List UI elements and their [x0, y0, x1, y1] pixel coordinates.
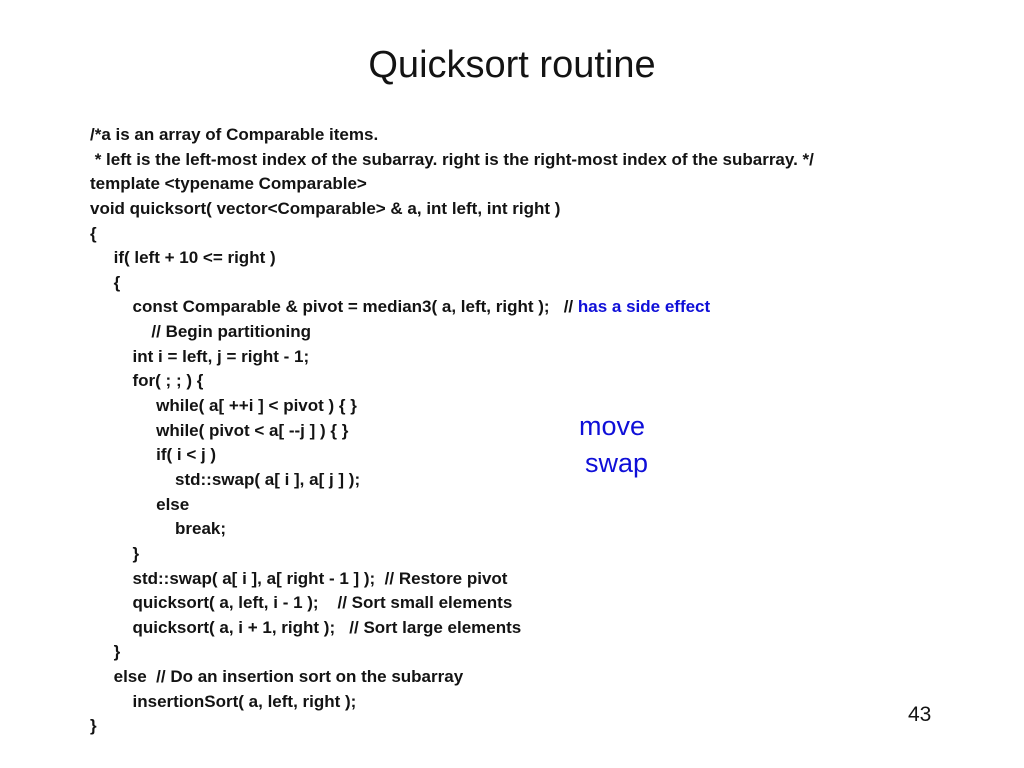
code-line: insertionSort( a, left, right );: [90, 690, 814, 715]
code-line: else: [90, 493, 814, 518]
code-line: void quicksort( vector<Comparable> & a, …: [90, 197, 814, 222]
code-line: quicksort( a, i + 1, right ); // Sort la…: [90, 616, 814, 641]
code-text: }: [90, 642, 121, 662]
code-line: if( i < j ): [90, 443, 814, 468]
code-line: const Comparable & pivot = median3( a, l…: [90, 295, 814, 320]
code-text: break;: [90, 519, 227, 539]
code-line: int i = left, j = right - 1;: [90, 345, 814, 370]
code-text: const Comparable & pivot = median3( a, l…: [90, 297, 578, 317]
code-text: std::swap( a[ i ], a[ right - 1 ] ); // …: [90, 568, 508, 588]
code-line: * left is the left-most index of the sub…: [90, 148, 814, 173]
annotation-swap: swap: [585, 448, 649, 478]
code-text: }: [90, 543, 140, 563]
code-text: }: [90, 716, 97, 736]
code-line: }: [90, 542, 814, 567]
code-text: void quicksort( vector<Comparable> & a, …: [90, 198, 561, 218]
code-text: // Begin partitioning: [90, 322, 311, 342]
code-text: while( pivot < a[ --j ] ) { }: [90, 420, 349, 440]
code-line: std::swap( a[ i ], a[ j ] );: [90, 468, 814, 493]
code-line: quicksort( a, left, i - 1 ); // Sort sma…: [90, 591, 814, 616]
code-text: * left is the left-most index of the sub…: [90, 149, 814, 169]
code-text: if( i < j ): [90, 445, 217, 465]
code-line: {: [90, 222, 814, 247]
code-text: {: [90, 223, 97, 243]
code-text: quicksort( a, i + 1, right ); // Sort la…: [90, 617, 522, 637]
code-line: else // Do an insertion sort on the suba…: [90, 665, 814, 690]
annotation-move: move: [579, 411, 646, 441]
slide-title: Quicksort routine: [368, 44, 656, 86]
code-text: {: [90, 272, 121, 292]
code-text: quicksort( a, left, i - 1 ); // Sort sma…: [90, 593, 513, 613]
code-text: else: [90, 494, 190, 514]
code-text: else // Do an insertion sort on the suba…: [90, 667, 464, 687]
code-text: template <typename Comparable>: [90, 174, 367, 194]
code-line: while( a[ ++i ] < pivot ) { }: [90, 394, 814, 419]
code-text: insertionSort( a, left, right );: [90, 691, 357, 711]
code-text: int i = left, j = right - 1;: [90, 346, 310, 366]
code-line: break;: [90, 517, 814, 542]
code-line: {: [90, 271, 814, 296]
code-line: }: [90, 640, 814, 665]
code-line: for( ; ; ) {: [90, 369, 814, 394]
code-line: if( left + 10 <= right ): [90, 246, 814, 271]
inline-comment-highlight: has a side effect: [577, 297, 711, 317]
code-line: /*a is an array of Comparable items.: [90, 123, 814, 148]
code-text: while( a[ ++i ] < pivot ) { }: [90, 396, 357, 416]
code-text: if( left + 10 <= right ): [90, 248, 276, 268]
code-text: std::swap( a[ i ], a[ j ] );: [90, 469, 361, 489]
code-text: for( ; ; ) {: [90, 371, 204, 391]
code-line: }: [90, 714, 814, 739]
code-line: template <typename Comparable>: [90, 172, 814, 197]
code-line: while( pivot < a[ --j ] ) { }: [90, 419, 814, 444]
code-text: /*a is an array of Comparable items.: [90, 125, 379, 144]
page-number: 43: [908, 703, 932, 726]
code-block: /*a is an array of Comparable items. * l…: [90, 123, 814, 739]
code-line: // Begin partitioning: [90, 320, 814, 345]
code-line: std::swap( a[ i ], a[ right - 1 ] ); // …: [90, 567, 814, 592]
